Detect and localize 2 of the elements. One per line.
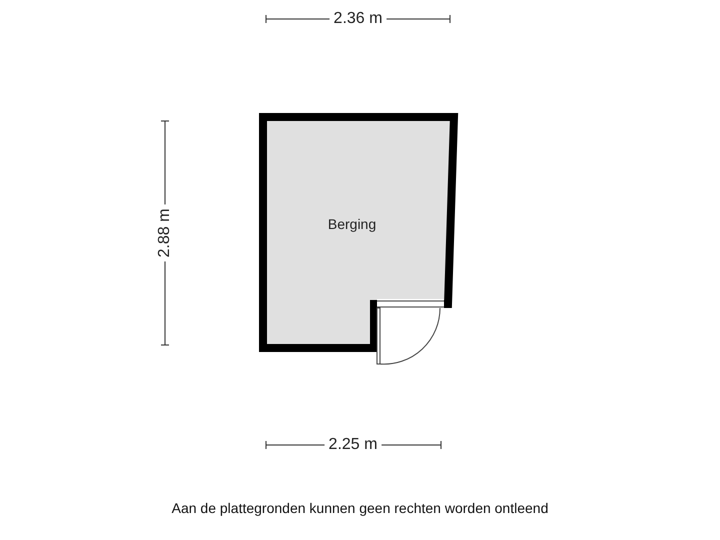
- room-label: Berging: [328, 216, 376, 232]
- disclaimer-note: Aan de plattegronden kunnen geen rechten worden ontleend: [170, 500, 550, 516]
